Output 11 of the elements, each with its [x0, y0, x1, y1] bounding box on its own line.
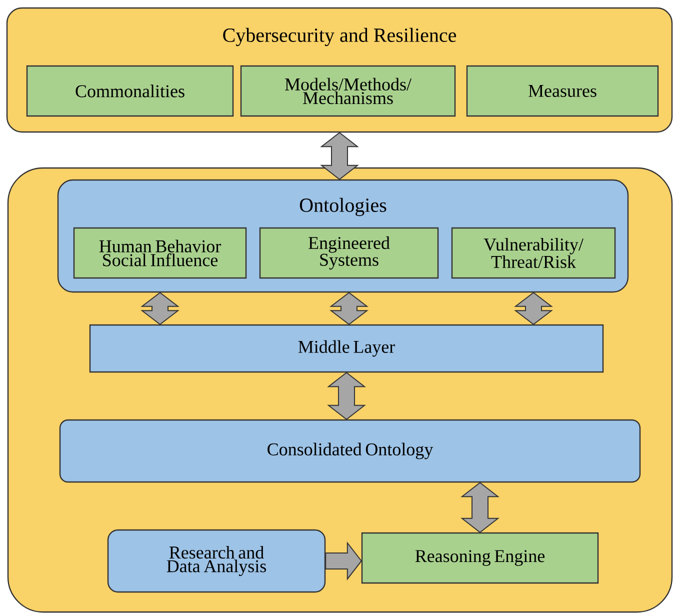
sub-box: Vulnerability/ Threat/Risk: [451, 227, 616, 279]
sub-box: Engineered Systems: [259, 227, 439, 279]
sub-box: Human Behavior Social Influence: [73, 227, 247, 279]
process-box: Reasoning Engine: [361, 532, 599, 584]
sub-box: Commonalities: [26, 65, 234, 117]
sub-box: Measures: [466, 65, 659, 117]
block-arrow: [325, 542, 362, 580]
layer-box: Consolidated Ontology: [59, 419, 641, 483]
layer-box: Middle Layer: [89, 324, 604, 373]
layer-box: Research and Data Analysis: [107, 529, 326, 593]
sub-box: Models/Methods/ Mechanisms: [240, 65, 456, 117]
